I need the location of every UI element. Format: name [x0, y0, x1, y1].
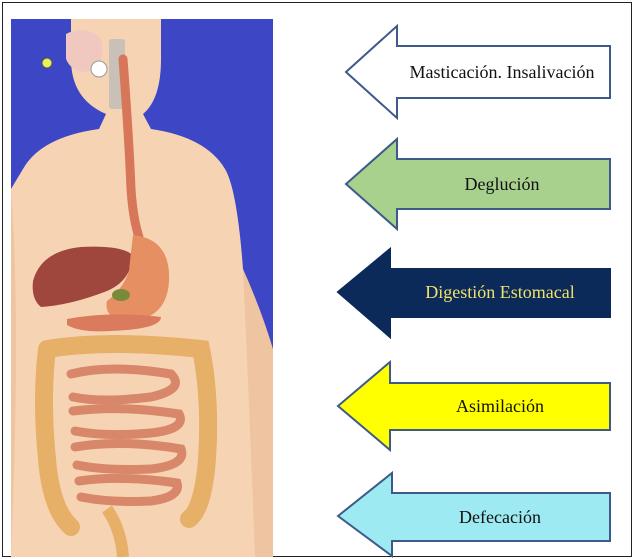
stage-label-masticacion: Masticación. Insalivación — [410, 62, 595, 82]
stage-arrow-digestion: Digestión Estomacal — [338, 249, 610, 337]
stage-label-deglucion: Deglución — [465, 174, 540, 194]
stage-arrow-defecacion: Defecación — [338, 473, 610, 556]
stage-arrow-deglucion: Deglución — [346, 139, 610, 229]
stage-arrow-asimilacion: Asimilación — [338, 362, 610, 450]
stage-label-digestion: Digestión Estomacal — [425, 282, 574, 302]
stage-label-asimilacion: Asimilación — [456, 396, 544, 416]
stage-label-defecacion: Defecación — [459, 507, 541, 527]
stage-arrow-masticacion: Masticación. Insalivación — [346, 26, 610, 118]
